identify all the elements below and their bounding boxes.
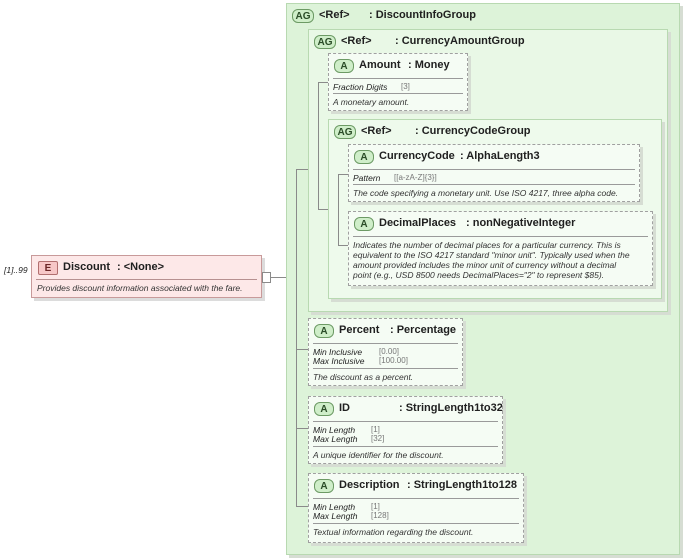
attribute-type: : nonNegativeInteger <box>466 217 576 229</box>
decimal-places-attribute[interactable]: A DecimalPlaces : nonNegativeInteger Ind… <box>348 211 653 286</box>
attribute-doc: Indicates the number of decimal places f… <box>353 240 630 280</box>
tree-branch-id <box>296 428 308 429</box>
attribute-type: : StringLength1to128 <box>407 479 518 491</box>
tree-trunk-line <box>318 82 319 209</box>
attribute-group-badge: AG <box>292 9 314 23</box>
element-badge: E <box>38 261 58 275</box>
doc-line: Indicates the number of decimal places f… <box>353 240 621 250</box>
group-name: : DiscountInfoGroup <box>369 9 476 21</box>
multiplicity-label: [1]..99 <box>4 265 28 275</box>
facet-label: Fraction Digits <box>333 82 388 92</box>
description-attribute[interactable]: A Description : StringLength1to128 Min L… <box>308 473 524 543</box>
facet-value: [100.00] <box>379 356 408 365</box>
tree-trunk-line <box>338 174 339 245</box>
divider <box>333 93 463 94</box>
currency-code-attribute[interactable]: A CurrencyCode : AlphaLength3 Pattern [[… <box>348 144 640 202</box>
attribute-doc: A monetary amount. <box>333 97 410 107</box>
attribute-name: DecimalPlaces <box>379 217 457 229</box>
divider <box>353 169 635 170</box>
attribute-badge: A <box>354 150 374 164</box>
attribute-type: : Money <box>408 59 450 71</box>
attribute-doc: The discount as a percent. <box>313 372 414 382</box>
ref-label: <Ref> <box>341 35 372 47</box>
facet-value: [3] <box>401 82 410 91</box>
tree-branch-amount <box>318 82 328 83</box>
tree-branch-description <box>296 506 308 507</box>
doc-line: equivalent to the ISO 4217 standard "min… <box>353 250 630 260</box>
divider <box>353 236 648 237</box>
group-name: : CurrencyAmountGroup <box>395 35 525 47</box>
discount-element[interactable]: E Discount : <None> Provides discount in… <box>31 255 262 298</box>
divider <box>313 498 519 499</box>
facet-label: Max Inclusive <box>313 356 365 366</box>
divider <box>313 343 458 344</box>
attribute-group-badge: AG <box>314 35 336 49</box>
doc-line: amount provided includes the minor unit … <box>353 260 617 270</box>
ref-label: <Ref> <box>319 9 350 21</box>
percent-attribute[interactable]: A Percent : Percentage Min Inclusive [0.… <box>308 318 463 386</box>
attribute-badge: A <box>314 324 334 338</box>
group-name: : CurrencyCodeGroup <box>415 125 531 137</box>
facet-label: Max Length <box>313 434 358 444</box>
tree-branch-decimal-places <box>338 245 348 246</box>
attribute-type: : AlphaLength3 <box>460 150 540 162</box>
facet-label: Max Length <box>313 511 358 521</box>
attribute-name: Description <box>339 479 400 491</box>
attribute-doc: A unique identifier for the discount. <box>313 450 444 460</box>
tree-branch-currency-code <box>338 174 348 175</box>
attribute-group-badge: AG <box>334 125 356 139</box>
element-name: Discount <box>63 261 111 273</box>
element-divider <box>36 279 257 280</box>
divider <box>313 446 498 447</box>
element-doc: Provides discount information associated… <box>37 283 243 293</box>
divider <box>313 368 458 369</box>
attribute-type: : Percentage <box>390 324 457 336</box>
attribute-name: CurrencyCode <box>379 150 455 162</box>
attribute-doc: The code specifying a monetary unit. Use… <box>353 188 619 198</box>
attribute-badge: A <box>314 479 334 493</box>
tree-branch-percent <box>296 349 308 350</box>
facet-label: Pattern <box>353 173 381 183</box>
facet-value: [128] <box>371 511 389 520</box>
facet-value: [32] <box>371 434 385 443</box>
attribute-name: Amount <box>359 59 401 71</box>
element-type: : <None> <box>117 261 165 273</box>
attribute-name: ID <box>339 402 350 414</box>
attribute-badge: A <box>314 402 334 416</box>
attribute-name: Percent <box>339 324 380 336</box>
attribute-badge: A <box>334 59 354 73</box>
attribute-doc: Textual information regarding the discou… <box>313 527 474 537</box>
facet-value: [1] <box>371 502 380 511</box>
attribute-badge: A <box>354 217 374 231</box>
divider <box>313 523 519 524</box>
tree-trunk-line <box>296 169 297 507</box>
facet-label: Min Inclusive <box>313 347 363 357</box>
facet-value: [0.00] <box>379 347 400 356</box>
amount-attribute[interactable]: A Amount : Money Fraction Digits [3] A m… <box>328 53 468 111</box>
facet-label: Min Length <box>313 425 356 435</box>
ref-label: <Ref> <box>361 125 392 137</box>
divider <box>333 78 463 79</box>
attribute-type: : StringLength1to32 <box>399 402 503 414</box>
compositor-box <box>262 272 271 283</box>
tree-branch-currency-amount <box>296 169 308 170</box>
id-attribute[interactable]: A ID : StringLength1to32 Min Length [1] … <box>308 396 503 464</box>
tree-branch-currency-code-group <box>318 209 328 210</box>
facet-value: [[a-zA-Z]{3}] <box>394 173 437 182</box>
facet-value: [1] <box>371 425 380 434</box>
doc-line: point (e.g., USD 8500 needs DecimalPlace… <box>353 270 605 280</box>
divider <box>353 184 635 185</box>
connector-line <box>271 277 286 278</box>
facet-label: Min Length <box>313 502 356 512</box>
divider <box>313 421 498 422</box>
